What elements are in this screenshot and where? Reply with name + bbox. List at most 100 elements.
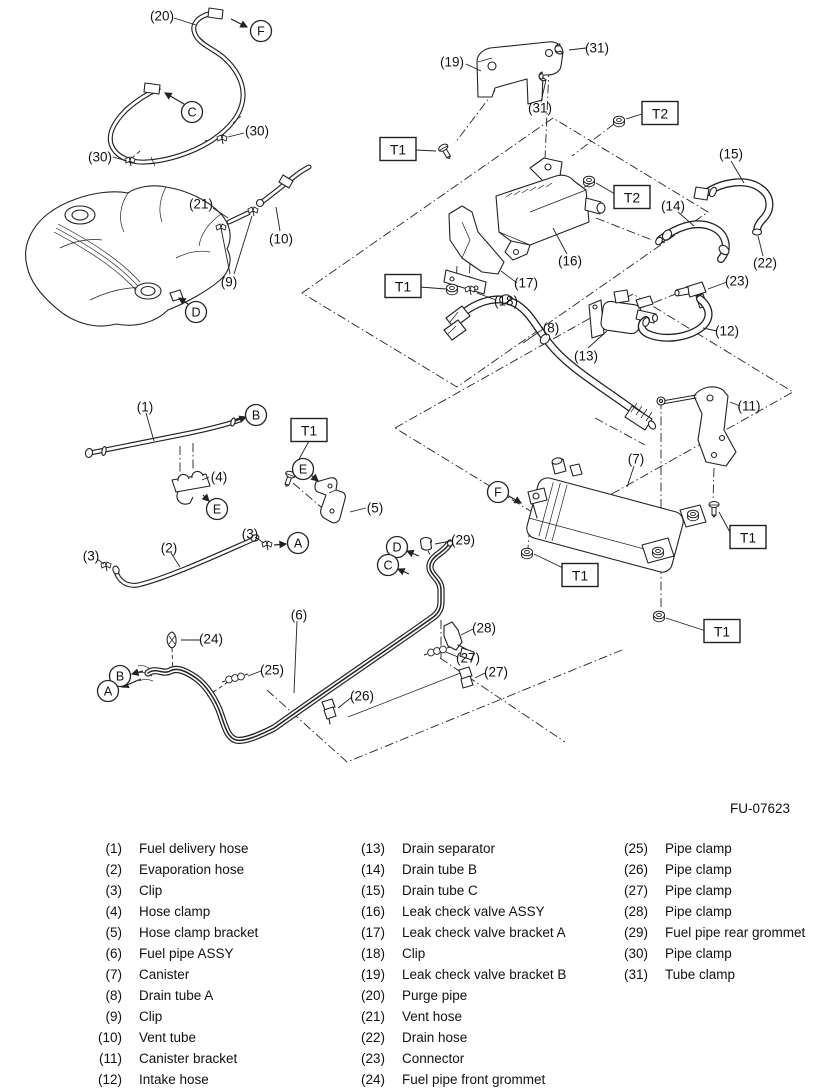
ref-letter-c: C (187, 105, 196, 119)
part-callout-6: (6) (291, 608, 308, 623)
drain-tube-b (655, 220, 730, 263)
legend-part-name: Drain separator (402, 841, 496, 856)
legend-row: (26) Pipe clamp (606, 859, 805, 880)
legend-row: (9)Clip (80, 1006, 258, 1027)
ref-letter-d: D (191, 305, 200, 319)
vent-tube (255, 164, 312, 208)
tube-clamp-lower (538, 71, 547, 82)
canister (526, 457, 707, 573)
part-callout-9: (9) (221, 275, 238, 290)
legend-part-name: Tube clamp (665, 967, 736, 982)
legend-row: (24)Fuel pipe front grommet (343, 1069, 566, 1090)
ref-letter-circle-d (385, 535, 409, 559)
legend-part-number: (26) (623, 862, 648, 877)
ref-letter-b: B (116, 669, 124, 683)
legend-part-number: (13) (360, 841, 385, 856)
legend-part-number: (15) (360, 883, 385, 898)
part-callout-13: (13) (574, 349, 598, 364)
ref-letter-e: E (299, 462, 307, 476)
ref-letter-b: B (252, 408, 260, 422)
legend-part-number: (5) (105, 925, 123, 940)
hose-clamp-bracket (314, 477, 346, 524)
legend-part-name: Evaporation hose (139, 862, 245, 877)
ref-letter-a: A (104, 684, 113, 698)
part-callout-5: (5) (367, 501, 384, 516)
part-callout-26: (26) (350, 689, 374, 704)
torque-label-t1: T1 (390, 141, 407, 157)
part-callout-20: (20) (150, 9, 174, 24)
hose-clamp (171, 470, 211, 505)
part-callout-4: (4) (211, 470, 228, 485)
legend-part-number: (18) (360, 946, 385, 961)
legend-part-name: Leak check valve bracket B (402, 967, 567, 982)
legend-part-name: Clip (139, 883, 163, 898)
legend-row: (19)Leak check valve bracket B (343, 964, 566, 985)
legend-row: (14)Drain tube B (343, 859, 566, 880)
fuel-delivery-hose (84, 417, 243, 459)
ref-letter-circle-e (205, 497, 229, 521)
ref-letter-circle-b (108, 664, 132, 688)
legend-part-name: Fuel delivery hose (139, 841, 249, 856)
legend-part-name: Leak check valve ASSY (402, 904, 545, 919)
bolt-t1-canister-right (708, 501, 720, 518)
legend-column-1: (1)Fuel delivery hose(2)Evaporation hose… (80, 838, 258, 1090)
legend-row: (22)Drain hose (343, 1027, 566, 1048)
legend-row: (27) Pipe clamp (606, 880, 805, 901)
legend-row: (16)Leak check valve ASSY (343, 901, 566, 922)
nut-t1-canister-left (521, 547, 533, 560)
legend-part-number: (4) (105, 904, 123, 919)
legend-part-name: Pipe clamp (665, 883, 732, 898)
leak-check-valve-assy (495, 157, 606, 261)
pipe-clamp-25 (221, 672, 249, 684)
legend-row: (11)Canister bracket (80, 1048, 258, 1069)
legend-part-name: Purge pipe (402, 988, 468, 1003)
reference-arrows (120, 18, 523, 689)
nut-t1-bottom (653, 610, 665, 623)
part-callout-7: (7) (628, 452, 645, 467)
fuel-pipe-assy (135, 536, 475, 744)
part-callout-21: (21) (189, 197, 213, 212)
legend-part-name: Pipe clamp (665, 862, 732, 877)
ref-letter-f: F (494, 485, 502, 499)
part-callout-12: (12) (715, 324, 739, 339)
legend-part-name: Fuel pipe ASSY (139, 946, 234, 961)
legend-row: (12)Intake hose (80, 1069, 258, 1090)
leak-check-valve-bracket-b (476, 41, 564, 105)
legend-row: (4) Hose clamp (80, 901, 258, 922)
ref-letter-e: E (213, 502, 221, 516)
tube-clamp-top (554, 43, 564, 55)
parts-diagram: (20)(30)(30)(19)(31)(31)(21)(10)(9)(15)(… (25, 7, 794, 763)
legend-part-name: Intake hose (139, 1072, 209, 1087)
torque-box-t2 (613, 184, 651, 210)
label-layer: (20)(30)(30)(19)(31)(31)(21)(10)(9)(15)(… (83, 9, 777, 704)
legend-part-name: Pipe clamp (665, 946, 732, 961)
ref-letter-f: F (257, 24, 265, 38)
torque-label-t2: T2 (652, 105, 669, 121)
part-callout-22: (22) (753, 256, 777, 271)
part-callout-3: (3) (242, 527, 259, 542)
legend-part-number: (31) (623, 967, 648, 982)
legend-row: (29)Fuel pipe rear grommet (606, 922, 805, 943)
leak-check-valve-bracket-a (443, 205, 505, 296)
purge-pipe (107, 7, 246, 167)
drain-tube-c (693, 178, 774, 236)
torque-label-t2: T2 (624, 189, 641, 205)
legend-part-number: (6) (105, 946, 123, 961)
vent-hose (215, 206, 259, 234)
part-callout-28: (28) (472, 621, 496, 636)
legend-part-name: Vent hose (402, 1009, 463, 1024)
legend-part-number: (7) (105, 967, 123, 982)
part-callout-17: (17) (514, 276, 538, 291)
legend-part-name: Hose clamp (139, 904, 211, 919)
ref-letter-circle-c (180, 100, 204, 124)
legend-row: (21)Vent hose (343, 1006, 566, 1027)
legend-part-number: (30) (623, 946, 648, 961)
legend-row: (28)Pipe clamp (606, 901, 805, 922)
torque-box-t1 (379, 136, 417, 162)
legend-part-name: Drain tube C (402, 883, 478, 898)
legend-part-name: Leak check valve bracket A (402, 925, 566, 940)
part-callout-16: (16) (558, 254, 582, 269)
pipe-clamp-28 (443, 621, 475, 661)
legend-row: (6) Fuel pipe ASSY (80, 943, 258, 964)
legend-part-number: (27) (623, 883, 648, 898)
